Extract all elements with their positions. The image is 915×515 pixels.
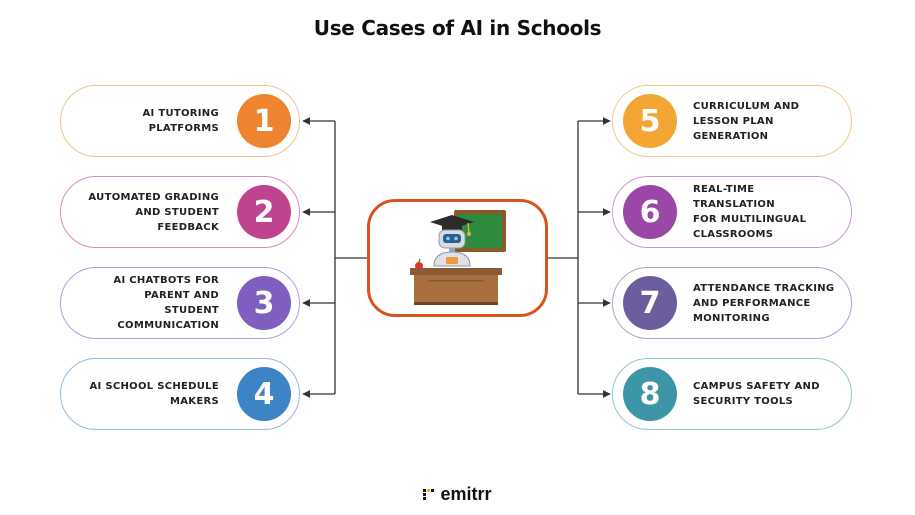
use-case-3: AI CHATBOTS FOR PARENT AND STUDENT COMMU… xyxy=(60,267,300,339)
use-case-6-number-badge: 6 xyxy=(623,185,677,239)
use-case-5: 5 CURRICULUM AND LESSON PLAN GENERATION xyxy=(612,85,852,157)
use-case-8-number-badge: 8 xyxy=(623,367,677,421)
use-case-7-number-badge: 7 xyxy=(623,276,677,330)
use-case-8-label: CAMPUS SAFETY AND SECURITY TOOLS xyxy=(693,381,820,407)
use-case-2: AUTOMATED GRADING AND STUDENT FEEDBACK 2 xyxy=(60,176,300,248)
use-case-5-label: CURRICULUM AND LESSON PLAN GENERATION xyxy=(693,100,800,142)
use-case-1: AI TUTORING PLATFORMS 1 xyxy=(60,85,300,157)
use-case-1-label: AI TUTORING PLATFORMS xyxy=(142,108,219,134)
use-case-7: 7 ATTENDANCE TRACKING AND PERFORMANCE MO… xyxy=(612,267,852,339)
use-case-1-number-badge: 1 xyxy=(237,94,291,148)
use-case-5-number-badge: 5 xyxy=(623,94,677,148)
emitrr-logo-icon xyxy=(423,489,435,500)
robot-teacher-icon xyxy=(410,210,506,305)
use-case-7-label: ATTENDANCE TRACKING AND PERFORMANCE MONI… xyxy=(693,282,835,324)
use-case-4-label: AI SCHOOL SCHEDULE MAKERS xyxy=(89,381,219,407)
use-case-2-number-badge: 2 xyxy=(237,185,291,239)
use-case-6: 6 REAL-TIME TRANSLATION FOR MULTILINGUAL… xyxy=(612,176,852,248)
use-case-4: AI SCHOOL SCHEDULE MAKERS 4 xyxy=(60,358,300,430)
use-case-8: 8 CAMPUS SAFETY AND SECURITY TOOLS xyxy=(612,358,852,430)
center-illustration-frame xyxy=(367,199,548,317)
use-case-3-number-badge: 3 xyxy=(237,276,291,330)
emitrr-logo-text: emitrr xyxy=(440,484,492,504)
page-title: Use Cases of AI in Schools xyxy=(313,16,602,40)
use-case-6-label: REAL-TIME TRANSLATION FOR MULTILINGUAL C… xyxy=(693,184,807,240)
use-case-2-label: AUTOMATED GRADING AND STUDENT FEEDBACK xyxy=(88,191,219,233)
emitrr-logo: emitrr xyxy=(0,484,915,505)
use-case-4-number-badge: 4 xyxy=(237,367,291,421)
use-case-3-label: AI CHATBOTS FOR PARENT AND STUDENT COMMU… xyxy=(113,275,219,331)
